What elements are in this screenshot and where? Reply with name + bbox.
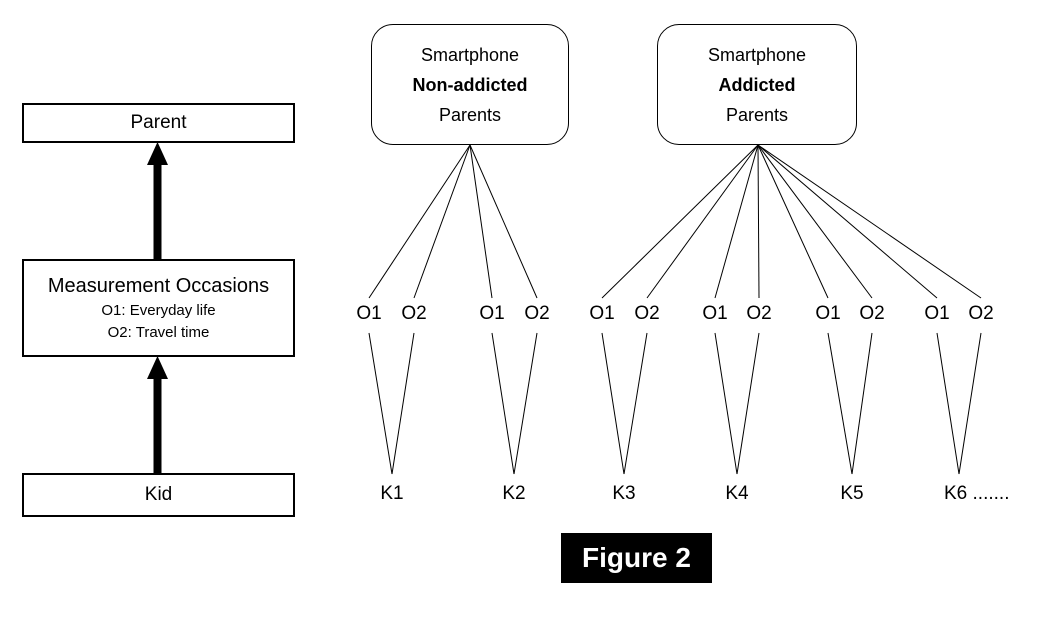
figure-caption: Figure 2 — [561, 533, 712, 583]
kid-label-k5: K5 — [840, 483, 864, 504]
measurement-occasions-box: Measurement Occasions O1: Everyday life … — [22, 259, 295, 357]
fan-line — [757, 144, 938, 299]
fan-line — [714, 144, 759, 299]
occasion-label-k5-o1: O1 — [815, 303, 841, 324]
non-addicted-parents-box: Smartphone Non-addicted Parents — [371, 24, 569, 145]
occasion-kid-line — [736, 332, 760, 475]
group-title-line: Addicted — [718, 74, 796, 95]
kid-label-k1: K1 — [380, 483, 404, 504]
addicted-fan-lines — [601, 144, 982, 299]
occasion-kid-line — [958, 332, 982, 475]
group-title-line: Smartphone — [707, 44, 807, 65]
arrow-shaft — [153, 377, 162, 473]
occasion-label-k4-o2: O2 — [746, 303, 772, 324]
occasion-kid-line — [368, 332, 393, 475]
kid-to-measurement-arrow — [147, 356, 168, 473]
occasion-label-k2-o2: O2 — [524, 303, 550, 324]
occasion-kid-line — [491, 332, 515, 475]
occasion-label-k5-o2: O2 — [859, 303, 885, 324]
arrow-head — [147, 142, 168, 165]
group-title-line: Non-addicted — [412, 74, 528, 95]
group-title-line: Parents — [725, 104, 789, 125]
non-addicted-fan-lines — [368, 144, 538, 299]
kid-label-k4: K4 — [725, 483, 749, 504]
group-title-line: Smartphone — [420, 44, 520, 65]
occasion-label-k1-o1: O1 — [356, 303, 382, 324]
occasion-label-k4-o1: O1 — [702, 303, 728, 324]
occasion-to-kid-lines — [368, 332, 982, 475]
occasion-label-k6-o1: O1 — [924, 303, 950, 324]
kid-box: Kid — [22, 473, 295, 517]
kid-label-k6: K6 ....... — [944, 483, 1010, 504]
kid-label-k2: K2 — [502, 483, 526, 504]
arrow-head — [147, 356, 168, 379]
parent-box-label: Parent — [130, 112, 187, 133]
measurement-occasion-2: O2: Travel time — [107, 324, 210, 341]
occasion-label-k3-o2: O2 — [634, 303, 660, 324]
occasion-kid-line — [936, 332, 960, 475]
fan-line — [757, 144, 873, 299]
fan-line — [757, 144, 982, 299]
figure-caption-text: Figure 2 — [582, 542, 691, 573]
occasion-label-k6-o2: O2 — [968, 303, 994, 324]
fan-line — [757, 144, 829, 299]
occasion-label-k2-o1: O1 — [479, 303, 505, 324]
fan-line — [469, 144, 538, 299]
fan-line — [757, 144, 760, 299]
occasion-kid-line — [601, 332, 625, 475]
occasion-label-k1-o2: O2 — [401, 303, 427, 324]
occasion-kid-line — [851, 332, 873, 475]
group-title-line: Parents — [438, 104, 502, 125]
occasion-kid-line — [513, 332, 538, 475]
kid-box-label: Kid — [144, 484, 173, 505]
occasion-label-k3-o1: O1 — [589, 303, 615, 324]
parent-box: Parent — [22, 103, 295, 143]
fan-line — [646, 144, 759, 299]
addicted-parents-box: Smartphone Addicted Parents — [657, 24, 857, 145]
fan-line — [601, 144, 759, 299]
measurement-occasions-title: Measurement Occasions — [47, 275, 270, 297]
arrow-shaft — [153, 163, 162, 259]
measurement-to-parent-arrow — [147, 142, 168, 259]
fan-line — [413, 144, 471, 299]
occasion-kid-line — [714, 332, 738, 475]
measurement-occasion-1: O1: Everyday life — [101, 302, 216, 319]
kid-label-k3: K3 — [612, 483, 636, 504]
fan-line — [469, 144, 493, 299]
occasion-kid-line — [623, 332, 648, 475]
occasion-kid-line — [827, 332, 853, 475]
occasion-kid-line — [391, 332, 415, 475]
fan-line — [368, 144, 471, 299]
